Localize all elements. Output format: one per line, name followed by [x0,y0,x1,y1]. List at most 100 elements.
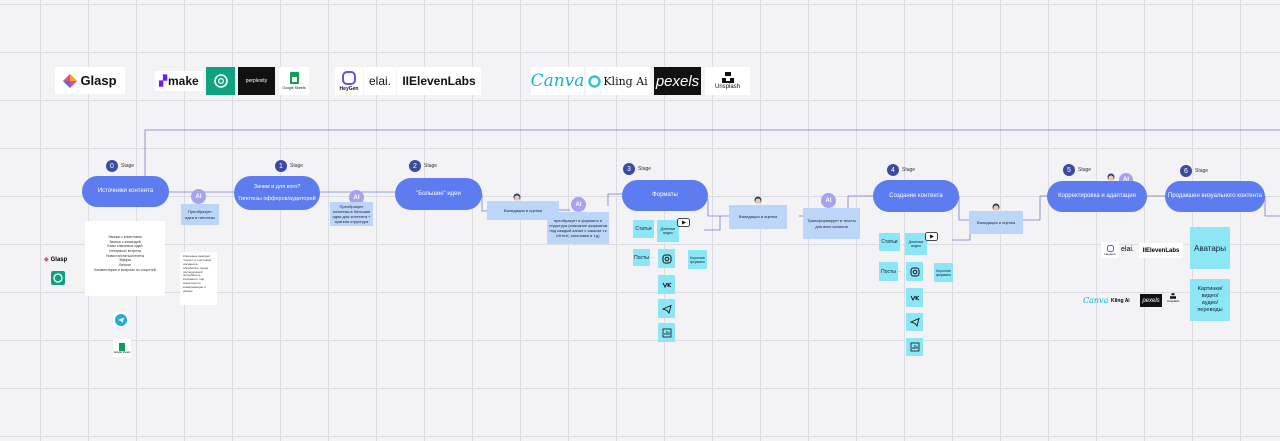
glasp-label: Glasp [80,73,117,88]
source-item: Базы ключевых идей [107,244,143,249]
pexels-label: pexels [655,72,700,90]
stage-3-ai-badge: AI [821,193,836,208]
content-long-video: Длинные видео [905,233,927,255]
youtube-icon [677,218,690,227]
stage-6-pexels: pexels [1140,294,1162,307]
elai-logo: elai. [364,67,396,95]
stage-2-process: преобразует в форматы и структура (описа… [547,212,609,244]
stage-1-pill[interactable]: Зачем и для кого? Гипотезы офферов/аудит… [234,176,320,210]
stage-6-unsplash-label: Unsplash [1166,299,1180,303]
source-item: Новости/статьи/отчеты [105,253,145,258]
stage-0-pill[interactable]: Источники контента [82,176,169,207]
source-item: Звонки с командой [109,239,141,244]
stage-6-pill[interactable]: Продакшен визуального контента [1165,181,1265,212]
content-posts: Посты [879,262,898,281]
stage-0-process: Преобразует идеи в гипотезы [181,204,219,225]
stage-0-word: Stage [121,163,135,169]
stage-5-pill[interactable]: Корректировка и адаптация [1047,181,1147,212]
avatars-box: Аватары [1190,227,1230,269]
content-long-video-label: Длинные видео [908,240,924,248]
source-item: Интервью/ встречи [109,249,141,254]
instagram-tile-2 [906,262,923,281]
stage-2-pill[interactable]: "Большие" идеи [395,178,482,210]
stage-4-pill[interactable]: Создание контента [873,180,959,212]
source-item: Звонки с клиентами [108,235,142,239]
stage-6-number: 6 [1180,165,1192,177]
unsplash-small-icon [1170,293,1176,299]
sources-list: Звонки с клиентами Звонки с командой Баз… [85,221,165,296]
format-dots: ... [651,254,655,259]
stage-6-word: Stage [1195,168,1209,174]
telegram-format-icon-2 [909,317,920,327]
left-glasp-label: Glasp [50,256,68,263]
instagram-icon-2 [910,267,919,276]
stage-6-kling: Kling Ai [1111,298,1130,304]
stage-1-ai-badge: AI [349,190,364,205]
stage-2-number: 2 [409,160,421,172]
stage-3-number: 3 [623,163,635,175]
vk-icon-2 [910,295,919,301]
unsplash-label: Unsplash [714,84,740,90]
heygen-small-icon [1106,244,1114,252]
sheets-caption: Google Sheets [113,350,131,354]
heygen-icon [342,70,356,85]
chatgpt-logo [206,67,235,95]
glasp-small-icon: ◆ [44,257,49,263]
stage-6-heygen: HeyGen [1101,242,1119,258]
stats-tile [658,323,675,342]
content-short-video: Короткие форматы [934,263,953,282]
perplexity-logo: perplexity [238,67,275,95]
source-item: Личное [118,263,132,268]
stage-5-number: 5 [1063,164,1075,176]
content-dots: ... [898,268,902,273]
stage-0-number: 0 [106,160,118,172]
heygen-logo: HeyGen [335,67,363,95]
stage-4-validation: Валидация и оценка [969,211,1023,234]
left-glasp: ◆ Glasp [44,256,68,264]
vk-icon [662,282,671,288]
stats-icon-2 [910,342,919,352]
media-box: Картинки/ видео/ аудио/ переводы [1190,279,1230,321]
stage-3-pill[interactable]: Форматы [622,180,708,211]
sheets-icon [289,72,299,84]
stage-6-heygen-label: HeyGen [1104,251,1116,256]
telegram-format-tile-2 [906,313,923,331]
stats-tile-2 [906,338,923,356]
format-articles: Статьи [633,220,654,238]
telegram-format-icon [661,304,672,314]
chatgpt-small-icon [53,273,63,283]
stage-3-process: Трансформирует в тексты для всех каналов [803,208,860,239]
stage-6-canva: Canva [1083,296,1109,305]
unsplash-icon [721,72,734,83]
stage-4-number: 4 [887,164,899,176]
stage-6-elai: elai. [1121,246,1134,253]
google-sheets-logo: Google Sheets [279,67,309,95]
stats-icon [662,328,671,337]
telegram-icon [114,313,127,326]
stage-5-word: Stage [1078,167,1092,173]
source-item: Эфиры [118,258,132,263]
telegram-tile [113,312,128,327]
vk-tile-2 [906,288,923,307]
make-label: make [168,74,199,88]
stage-6-unsplash: Unsplash [1165,293,1181,308]
google-sheets-label: Google Sheets [282,86,306,90]
pexels-logo: pexels [654,67,701,95]
kling-label: Kling Ai [603,74,648,88]
source-item: Комментарии и вопросы из соцсетей [94,267,156,272]
stage-1-word: Stage [290,163,304,169]
format-short-video: Короткие форматы [688,250,707,269]
glasp-logo: Glasp [55,67,125,94]
make-logo: ▞ make [155,71,203,91]
stage-3-validation: Валидация и оценка [729,205,787,229]
vk-tile [658,275,675,294]
telegram-format-tile [658,299,675,318]
elai-label: elai. [368,74,391,88]
format-posts: Посты [633,249,650,266]
stage-1-process: Преобразует гипотезы в большие идеи для … [330,202,373,226]
canva-logo: Canva [531,67,584,95]
perplexity-label: perplexity [245,78,268,84]
sheets-small-icon [119,342,125,351]
youtube-icon-2 [925,232,938,241]
